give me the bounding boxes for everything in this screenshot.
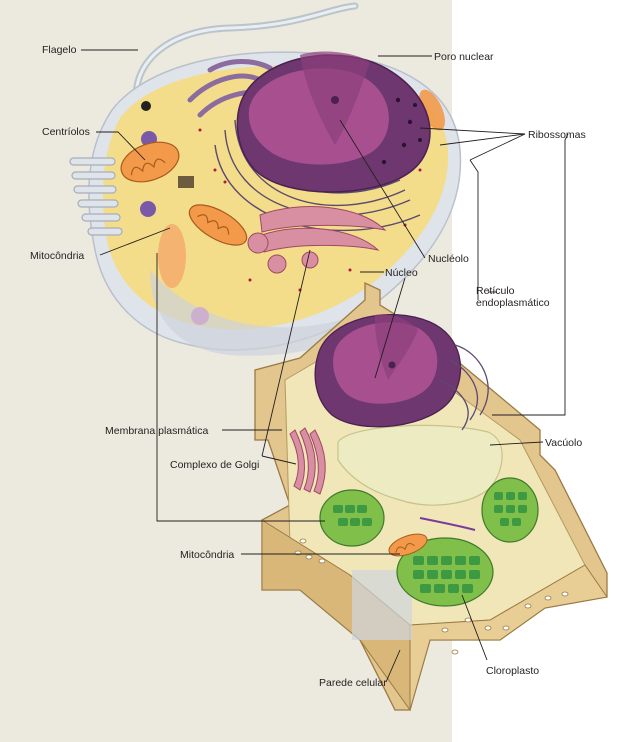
animal-golgi xyxy=(247,206,387,274)
plant-cell xyxy=(254,281,608,712)
label-mitocondria-animal: Mitocôndria xyxy=(30,250,84,262)
label-nucleo: Núcleo xyxy=(385,267,418,279)
label-ribossomas: Ribossomas xyxy=(528,129,586,141)
animal-mitochondrion-1 xyxy=(120,141,180,183)
centriole-2 xyxy=(140,201,156,217)
label-centriolos: Centríolos xyxy=(42,126,90,138)
label-vacuolo: Vacúolo xyxy=(545,437,582,449)
label-poro-nuclear: Poro nuclear xyxy=(434,51,494,63)
label-flagelo: Flagelo xyxy=(42,44,77,56)
label-complexo-golgi: Complexo de Golgi xyxy=(170,459,259,471)
label-reticulo-line2: endoplasmático xyxy=(476,297,550,309)
label-mitocondria-vegetal: Mitocôndria xyxy=(180,549,234,561)
leader-lines xyxy=(81,49,569,683)
animal-mitochondrion-2 xyxy=(188,204,248,246)
label-membrana-plasmatica: Membrana plasmática xyxy=(105,425,208,437)
plant-mitochondrion xyxy=(388,533,428,557)
basal-body xyxy=(141,101,151,111)
label-cloroplasto: Cloroplasto xyxy=(486,665,539,677)
plasmodesmata xyxy=(294,538,569,655)
animal-cell xyxy=(69,2,462,356)
animal-nucleolus xyxy=(331,96,339,104)
plant-er xyxy=(439,344,489,431)
chloroplast-3 xyxy=(396,537,494,607)
nuclear-pores xyxy=(381,97,422,165)
chloroplast-1 xyxy=(319,489,385,547)
label-reticulo-line1: Retículo xyxy=(476,285,515,297)
plant-golgi xyxy=(289,427,326,495)
label-nucleolo: Nucléolo xyxy=(428,253,469,265)
plant-nucleolus xyxy=(388,361,396,369)
label-parede-celular: Parede celular xyxy=(319,677,387,689)
microvilli xyxy=(69,157,123,236)
chloroplast-2 xyxy=(481,477,539,543)
